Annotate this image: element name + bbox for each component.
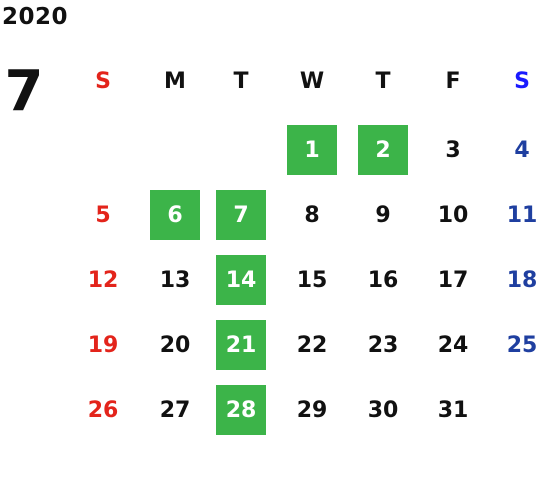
day-cell: 30 — [367, 397, 399, 423]
weekday-header: S — [95, 68, 111, 94]
day-cell: 4 — [514, 137, 530, 163]
day-cell: 22 — [296, 332, 328, 358]
day-cell: 15 — [296, 267, 328, 293]
day-cell: 20 — [159, 332, 191, 358]
day-cell: 31 — [437, 397, 469, 423]
day-cell: 13 — [159, 267, 191, 293]
weekday-header: F — [445, 68, 461, 94]
day-cell: 5 — [95, 202, 111, 228]
day-cell: 18 — [506, 267, 538, 293]
weekday-header: W — [299, 68, 325, 94]
day-cell-highlighted: 7 — [216, 190, 266, 240]
weekday-header: S — [514, 68, 530, 94]
day-cell-highlighted: 21 — [216, 320, 266, 370]
day-cell: 25 — [506, 332, 538, 358]
day-cell-highlighted: 14 — [216, 255, 266, 305]
day-cell-highlighted: 6 — [150, 190, 200, 240]
day-cell: 3 — [445, 137, 461, 163]
day-cell: 11 — [506, 202, 538, 228]
weekday-header: T — [375, 68, 391, 94]
day-cell: 27 — [159, 397, 191, 423]
day-cell: 17 — [437, 267, 469, 293]
day-cell: 24 — [437, 332, 469, 358]
day-cell: 12 — [87, 267, 119, 293]
day-cell: 16 — [367, 267, 399, 293]
weekday-header: M — [164, 68, 186, 94]
day-cell: 26 — [87, 397, 119, 423]
day-cell: 8 — [304, 202, 320, 228]
day-cell: 19 — [87, 332, 119, 358]
weekday-header: T — [233, 68, 249, 94]
day-cell: 10 — [437, 202, 469, 228]
month-number: 7 — [4, 59, 44, 124]
day-cell-highlighted: 2 — [358, 125, 408, 175]
day-cell-highlighted: 28 — [216, 385, 266, 435]
day-cell-highlighted: 1 — [287, 125, 337, 175]
year-label: 2020 — [2, 4, 69, 30]
day-cell: 23 — [367, 332, 399, 358]
day-cell: 9 — [375, 202, 391, 228]
day-cell: 29 — [296, 397, 328, 423]
